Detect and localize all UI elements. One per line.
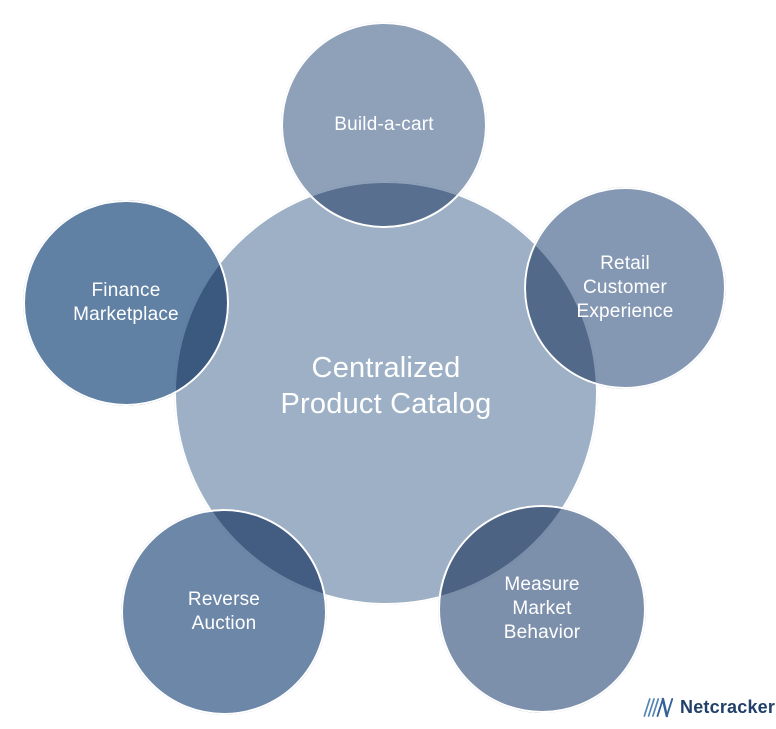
satellite-circle-label: Retail Customer Experience — [576, 253, 674, 322]
satellite-circle-reverse-auction: Reverse Auction — [121, 509, 327, 715]
satellite-circle-outline — [524, 187, 726, 389]
center-circle-label: Centralized Product Catalog — [280, 352, 492, 420]
satellite-circle-outline — [121, 509, 327, 715]
satellite-circle-outline — [281, 22, 487, 228]
satellite-circle-label: Reverse Auction — [187, 589, 261, 634]
satellite-circle-retail-customer-experience: Retail Customer Experience — [524, 187, 726, 389]
satellite-circle-outline — [23, 200, 229, 406]
satellite-circle-build-a-cart: Build-a-cart — [281, 22, 487, 228]
satellite-circle-outline — [438, 505, 646, 713]
netcracker-logo: Netcracker — [642, 693, 775, 721]
satellite-circle-finance-marketplace: Finance Marketplace — [23, 200, 229, 406]
satellite-circle-label: Finance Marketplace — [73, 280, 179, 325]
satellite-circle-label: Build-a-cart — [334, 114, 434, 135]
netcracker-logo-text: Netcracker — [680, 697, 776, 717]
netcracker-n-icon — [643, 697, 673, 717]
satellite-circle-label: Measure Market Behavior — [503, 574, 581, 643]
satellite-circle-measure-market-behavior: Measure Market Behavior — [438, 505, 646, 713]
